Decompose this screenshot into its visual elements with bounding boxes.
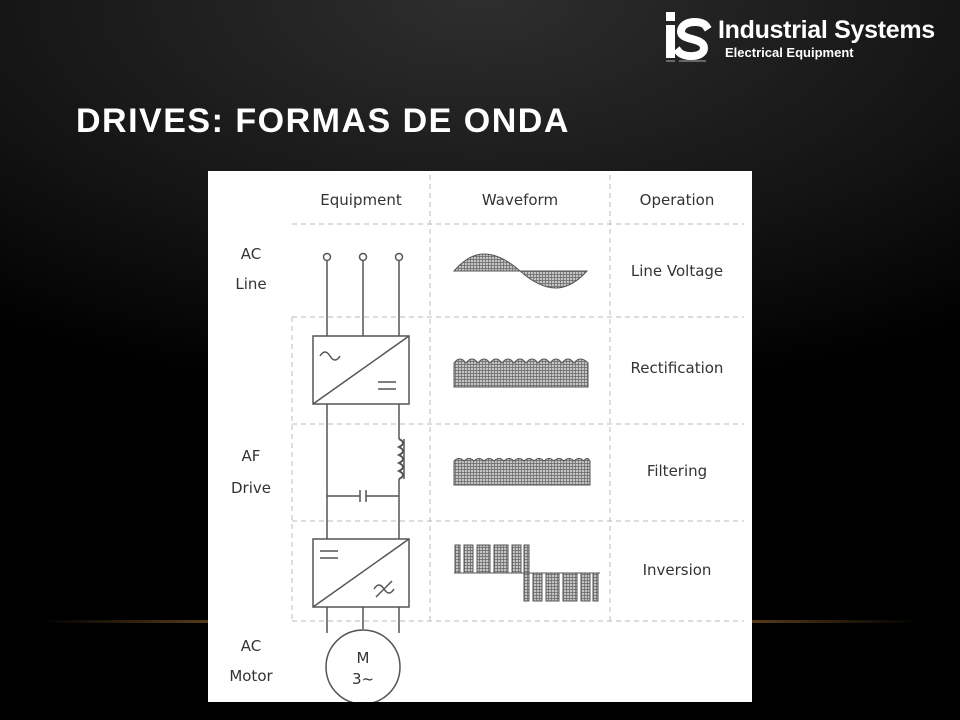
table-grid <box>291 175 744 622</box>
operation-line-voltage: Line Voltage <box>631 262 723 280</box>
header-waveform: Waveform <box>482 191 558 209</box>
operation-filtering: Filtering <box>647 462 707 480</box>
motor-symbol <box>325 629 401 702</box>
ac-line-terminals <box>322 252 404 336</box>
diagram-svg: Equipment Waveform Operation AC Line AF … <box>229 175 744 702</box>
waveform-inversion <box>454 544 600 602</box>
company-logo: Industrial Systems Electrical Equipment <box>662 10 952 68</box>
row-label-line: Line <box>235 275 266 293</box>
is-logo-icon <box>666 12 712 62</box>
waveform-filtering <box>453 458 591 486</box>
motor-label-phase: 3~ <box>352 670 374 688</box>
waveform-line-voltage <box>452 253 589 289</box>
operation-rectification: Rectification <box>631 359 724 377</box>
inverter-block <box>312 538 410 608</box>
slide-title: DRIVES: FORMAS DE ONDA <box>76 102 570 140</box>
logo-title: Industrial Systems <box>718 16 935 44</box>
header-operation: Operation <box>640 191 715 209</box>
drive-waveform-diagram: Equipment Waveform Operation AC Line AF … <box>208 171 752 702</box>
row-label-drive: Drive <box>231 479 271 497</box>
row-label-ac-motor: AC <box>241 637 261 655</box>
row-label-af: AF <box>242 447 261 465</box>
waveform-rectification <box>453 358 589 388</box>
row-label-ac: AC <box>241 245 261 263</box>
equipment-schematic <box>312 252 410 702</box>
operation-inversion: Inversion <box>643 561 712 579</box>
logo-subtitle: Electrical Equipment <box>725 45 854 60</box>
rectifier-block <box>312 335 410 405</box>
motor-leads <box>326 607 400 633</box>
header-equipment: Equipment <box>320 191 402 209</box>
dc-bus <box>326 404 405 539</box>
row-label-motor: Motor <box>229 667 273 685</box>
motor-label-m: M <box>357 649 370 667</box>
